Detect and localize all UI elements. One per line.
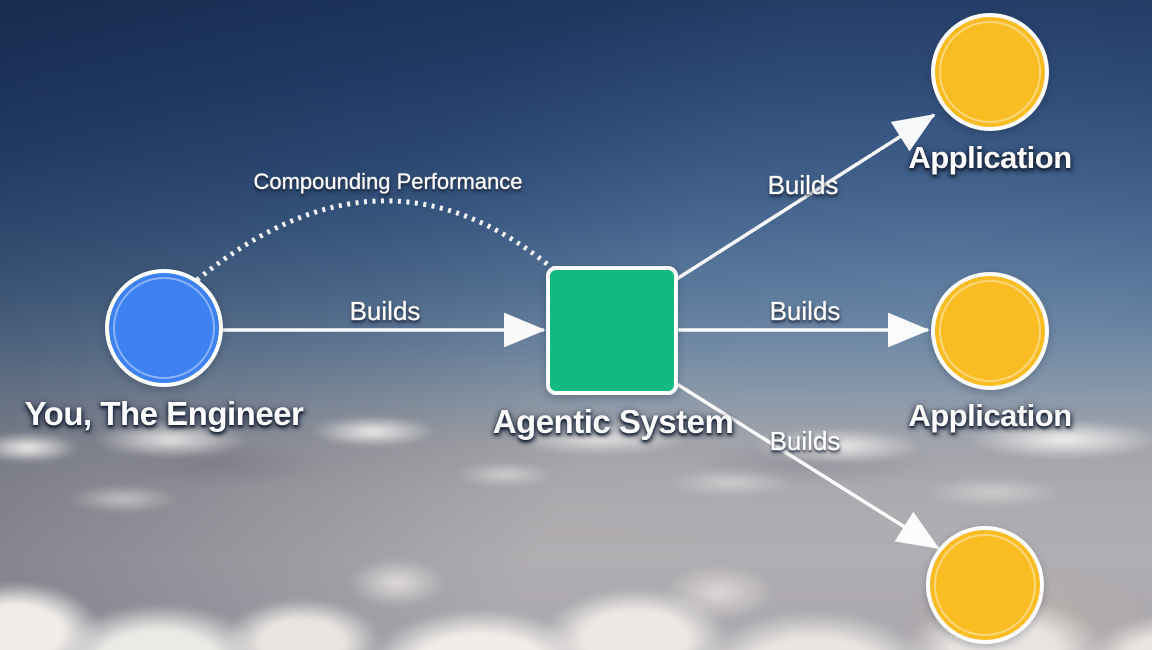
node-agentic-system [546,266,678,395]
edge-label-builds-middle: Builds [769,296,841,326]
edge-label-builds-bottom: Builds [769,426,841,456]
label-agentic-system: Agentic System [492,403,734,440]
node-inner-ring [939,280,1041,382]
node-inner-ring [939,21,1041,123]
node-application-top [931,13,1049,131]
node-inner-ring [934,534,1036,636]
node-application-bottom [926,526,1044,644]
edge-label-builds-top: Builds [767,170,839,200]
edge-label-builds-engineer: Builds [349,296,421,326]
node-inner-ring [113,277,215,379]
node-engineer [105,269,223,387]
edge-compounding-performance-arc [195,198,554,282]
edge-label-compounding-performance: Compounding Performance [253,169,523,194]
edge-agentic-to-application-bottom [671,379,940,550]
label-application-top: Application [908,140,1072,175]
label-application-middle: Application [908,398,1072,433]
node-application-middle [931,272,1049,390]
label-engineer: You, The Engineer [24,395,304,432]
edge-agentic-to-application-top [671,113,936,284]
